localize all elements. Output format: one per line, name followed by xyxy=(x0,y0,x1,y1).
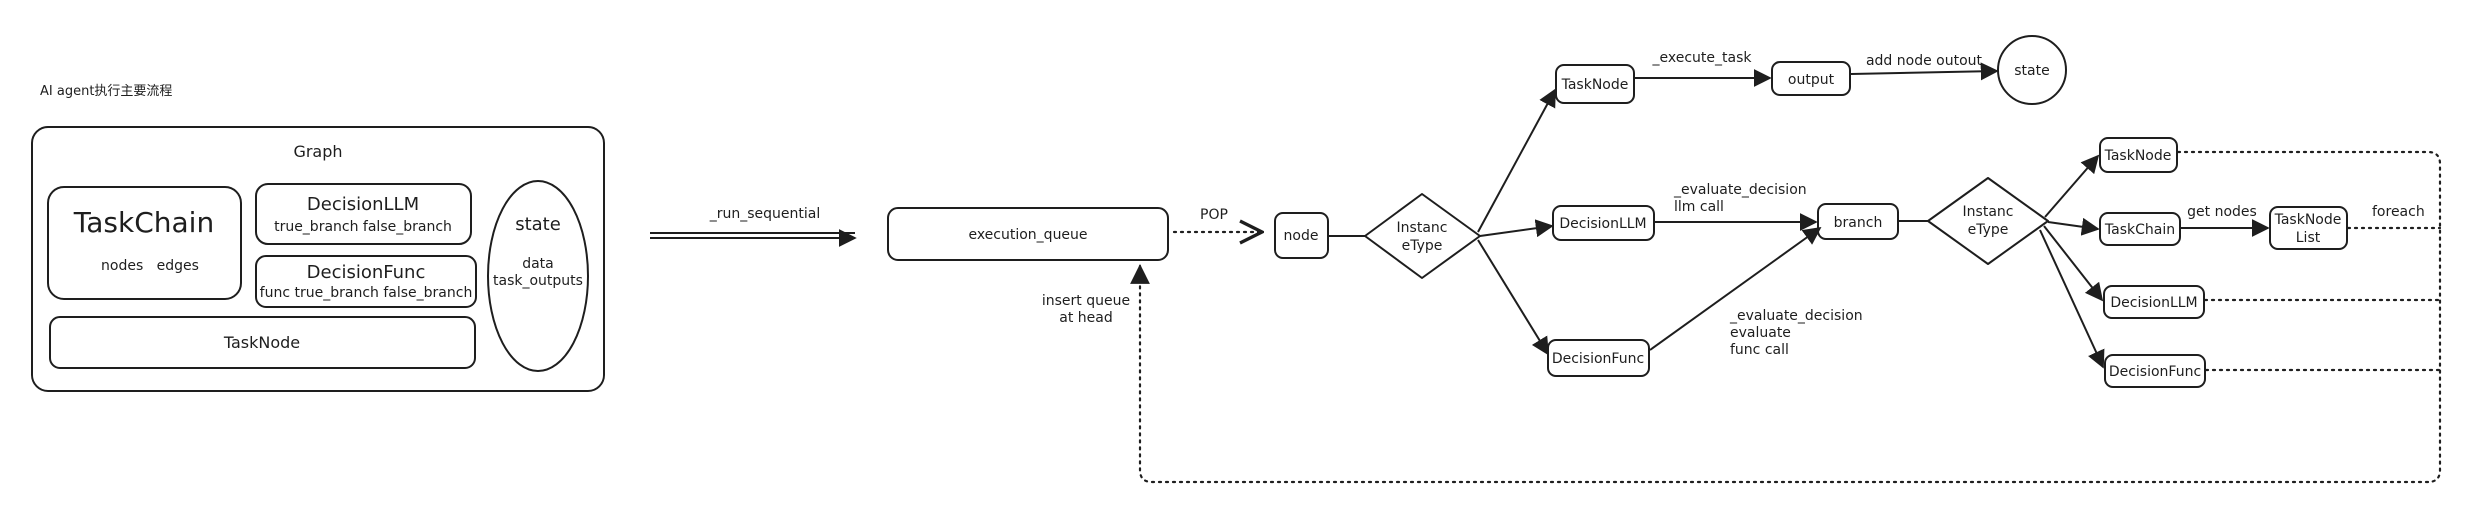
get-nodes-label: get nodes xyxy=(2187,204,2257,220)
graph-state-ellipse: state data task_outputs xyxy=(487,180,589,372)
node-box: node xyxy=(1274,212,1329,259)
right-tasknode-label: TaskNode xyxy=(2104,148,2172,164)
instancetype-2-line1: Instanc xyxy=(1963,204,2014,220)
graph-taskchain-title: TaskChain xyxy=(73,206,214,239)
right-taskchain-label: TaskChain xyxy=(2104,222,2175,238)
lower-decisionfunc-label: DecisionFunc xyxy=(1552,351,1644,367)
output-box: output xyxy=(1771,61,1851,96)
right-decisionllm-label: DecisionLLM xyxy=(2110,295,2197,311)
edge-to-right-decisionfunc xyxy=(2039,229,2105,369)
edge-to-right-tasknode xyxy=(2044,154,2100,218)
insert-queue-line2: at head xyxy=(1059,310,1112,326)
branch-box: branch xyxy=(1817,203,1899,240)
tasknode-list-line2: List xyxy=(2296,230,2321,246)
lower-decisionfunc-box: DecisionFunc xyxy=(1547,339,1650,377)
right-decisionfunc-label: DecisionFunc xyxy=(2109,364,2201,380)
edge-to-right-taskchain xyxy=(2047,217,2100,236)
run-sequential-arrow: _run_sequential xyxy=(650,206,857,247)
graph-container: Graph TaskChain nodes edges DecisionLLM … xyxy=(31,126,605,392)
tasknode-list-line1: TaskNode xyxy=(2274,212,2342,228)
evaluate-func-line1: _evaluate_decision xyxy=(1729,308,1863,324)
run-sequential-label: _run_sequential xyxy=(709,206,821,222)
graph-decisionllm-sub: true_branch false_branch xyxy=(274,219,452,235)
edge-to-decisionfunc xyxy=(1477,239,1549,356)
right-decisionllm-box: DecisionLLM xyxy=(2103,285,2205,319)
evaluate-llm-line2: llm call xyxy=(1674,199,1724,215)
middle-decisionllm-label: DecisionLLM xyxy=(1559,216,1646,232)
graph-label: Graph xyxy=(293,142,342,161)
evaluate-llm-line1: _evaluate_decision xyxy=(1673,182,1807,198)
top-state-label: state xyxy=(2014,63,2049,79)
node-label: node xyxy=(1284,228,1319,244)
output-label: output xyxy=(1788,72,1835,88)
feedback-loop xyxy=(1130,150,2442,484)
foreach-label: foreach xyxy=(2372,204,2425,220)
insert-queue-line1: insert queue xyxy=(1042,293,1130,309)
top-tasknode-label: TaskNode xyxy=(1561,77,1629,93)
instancetype-diamond-1: Instanc eType xyxy=(1364,193,1481,279)
graph-decisionllm-title: DecisionLLM xyxy=(307,194,419,215)
evaluate-func-line2: evaluate xyxy=(1730,325,1791,341)
graph-taskchain-box: TaskChain nodes edges xyxy=(47,186,242,300)
pop-arrow: POP xyxy=(1172,207,1262,232)
graph-taskchain-sub: nodes edges xyxy=(101,258,199,274)
evaluate-func-line3: func call xyxy=(1730,342,1789,358)
instancetype-2-line2: eType xyxy=(1968,222,2009,238)
edge-add-node-output xyxy=(1850,62,1999,81)
edge-to-decisionllm xyxy=(1479,219,1554,238)
execution-queue-label: execution_queue xyxy=(968,227,1087,243)
graph-decisionfunc-title: DecisionFunc xyxy=(307,262,426,283)
edge-to-tasknode xyxy=(1477,88,1556,233)
tasknode-list-box: TaskNode List xyxy=(2269,206,2348,250)
graph-decisionfunc-sub: func true_branch false_branch xyxy=(260,285,473,301)
graph-tasknode-box: TaskNode xyxy=(49,316,476,369)
pop-label: POP xyxy=(1200,207,1228,223)
graph-state-line1: data xyxy=(522,256,554,272)
graph-decisionfunc-box: DecisionFunc func true_branch false_bran… xyxy=(255,255,477,308)
instancetype-1-line2: eType xyxy=(1402,238,1443,254)
graph-tasknode-label: TaskNode xyxy=(223,333,300,352)
middle-decisionllm-box: DecisionLLM xyxy=(1552,205,1655,241)
top-state-circle: state xyxy=(1997,35,2067,105)
instancetype-1-line1: Instanc xyxy=(1397,220,1448,236)
graph-state-title: state xyxy=(515,214,561,235)
right-decisionfunc-box: DecisionFunc xyxy=(2104,354,2206,388)
graph-state-line2: task_outputs xyxy=(493,273,583,289)
right-taskchain-box: TaskChain xyxy=(2099,212,2181,246)
diagram-title: AI agent执行主要流程 xyxy=(40,84,172,99)
edge-evaluate-func xyxy=(1649,226,1822,351)
instancetype-diamond-2: Instanc eType xyxy=(1927,177,2049,265)
execute-task-label: _execute_task xyxy=(1652,50,1753,66)
graph-decisionllm-box: DecisionLLM true_branch false_branch xyxy=(255,183,472,245)
add-node-output-label: add node outout xyxy=(1866,53,1983,69)
execution-queue-box: execution_queue xyxy=(887,207,1169,261)
right-tasknode-box: TaskNode xyxy=(2099,137,2178,173)
top-tasknode-box: TaskNode xyxy=(1555,64,1635,104)
edge-to-right-decisionllm xyxy=(2043,225,2104,302)
branch-label: branch xyxy=(1834,215,1883,231)
